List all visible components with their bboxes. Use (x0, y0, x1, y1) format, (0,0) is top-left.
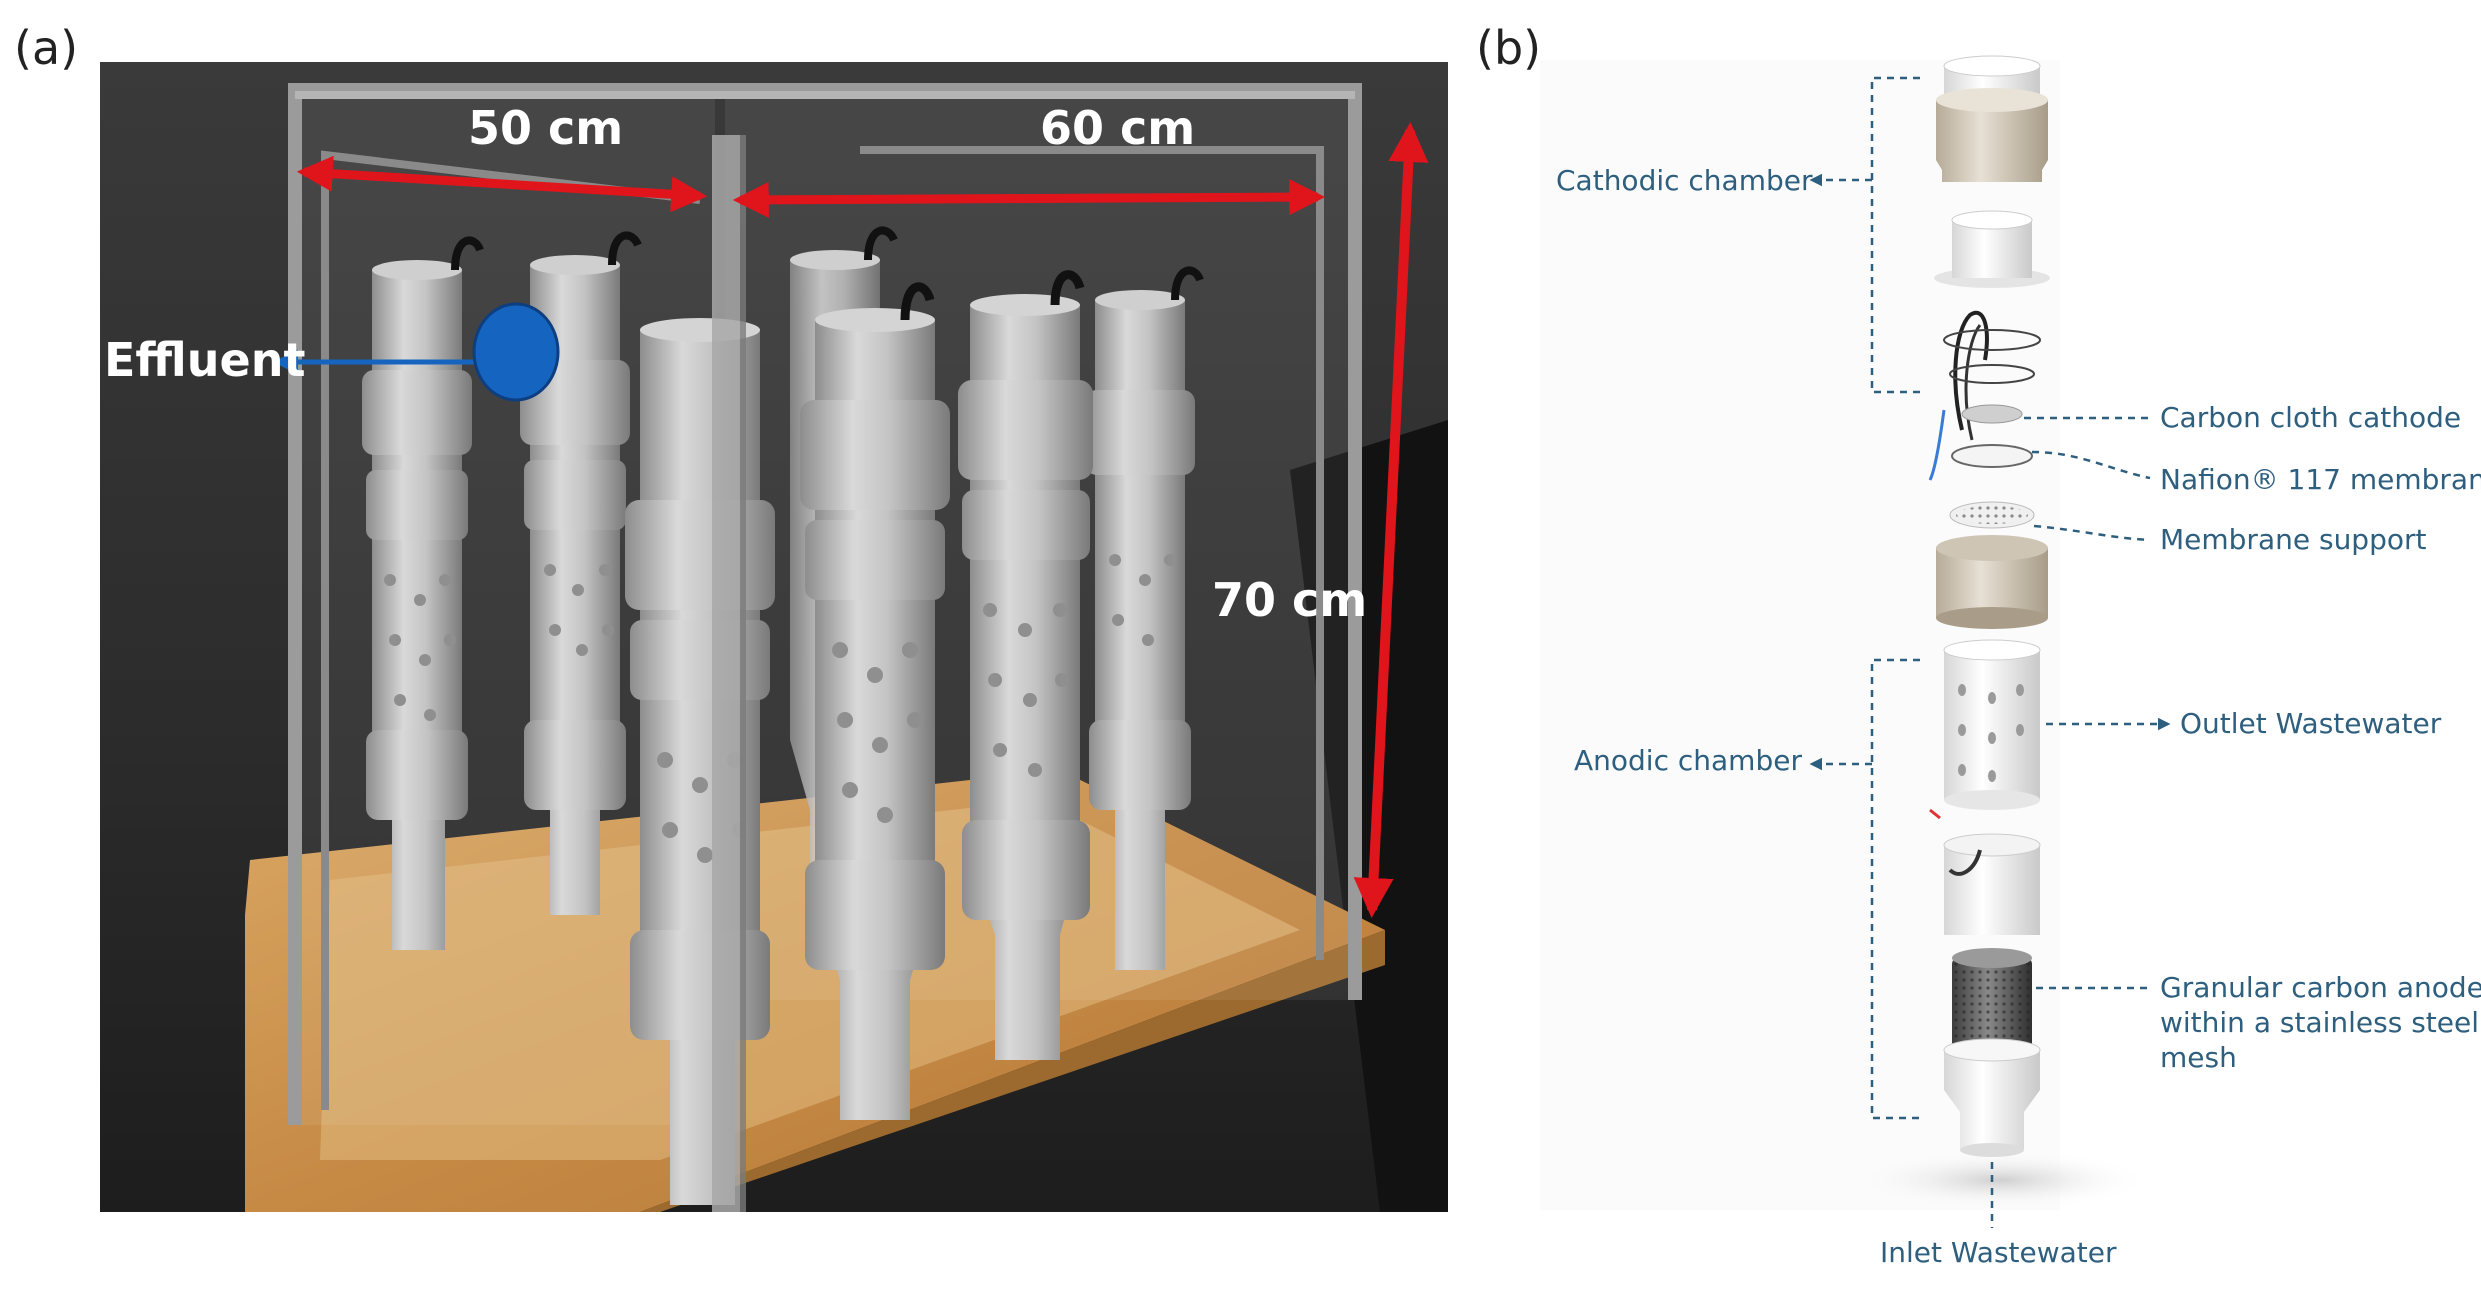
granular-label-line-2: within a stainless steel (2160, 1006, 2479, 1039)
granular-carbon-mesh-basket (1952, 948, 2032, 1058)
granular-label-line-3: mesh (2160, 1041, 2237, 1074)
dimension-arrow-height (1353, 122, 1429, 918)
mfc-tubes-back-row (362, 226, 1204, 970)
inlet-funnel (1943, 1038, 2041, 1157)
anodic-chamber-bracket (1809, 658, 1920, 1120)
cathode-white-cap (1934, 210, 2050, 288)
membrane-support-label: Membrane support (2160, 523, 2427, 556)
perforated-anode-cylinder (1929, 639, 2041, 820)
effluent-port-marker (472, 302, 560, 402)
dimension-arrow-depth (732, 179, 1326, 218)
mfc-tube (1085, 266, 1204, 970)
nafion-leader (2031, 450, 2151, 480)
cathode-wire-assembly (1928, 310, 2041, 481)
carbon-cloth-disc (1961, 404, 2023, 424)
panel-a-tag: (a) (14, 21, 78, 75)
cathode-cap (1936, 55, 2048, 182)
nafion-membrane-disc (1951, 444, 2033, 468)
mfc-tube (362, 236, 484, 950)
mfc-tube (800, 282, 950, 1120)
nafion-label: Nafion® 117 membrane (2160, 463, 2481, 496)
inlet-label: Inlet Wastewater (1880, 1236, 2117, 1269)
dimension-label-height: 70 cm (1212, 573, 1367, 627)
membrane-support-leader (2033, 524, 2151, 542)
dimension-label-depth: 60 cm (1040, 101, 1195, 155)
granular-label-line-1: Granular carbon anode (2160, 971, 2481, 1004)
panel-a-render: 50 cm 60 cm 70 cm Effluent (100, 62, 1448, 1212)
panel-b-exploded-view: Cathodic chamber Anodic chamber Carbon c… (1540, 55, 2481, 1269)
anodic-chamber-label: Anodic chamber (1574, 744, 1802, 777)
cathodic-chamber-label: Cathodic chamber (1556, 164, 1813, 197)
glass-front-post (712, 135, 746, 1212)
panel-b-tag: (b) (1476, 21, 1541, 75)
anode-cup (1943, 833, 2041, 935)
membrane-support-disc (1949, 501, 2035, 529)
effluent-label: Effluent (104, 333, 305, 387)
dimension-arrow-width (296, 155, 708, 213)
mfc-tube (958, 270, 1093, 1060)
carbon-cloth-label: Carbon cloth cathode (2160, 401, 2461, 434)
dimension-label-width: 50 cm (468, 101, 623, 155)
outlet-label: Outlet Wastewater (2180, 707, 2442, 740)
cathodic-chamber-bracket (1809, 76, 1920, 394)
anode-top-ring (1936, 535, 2048, 629)
